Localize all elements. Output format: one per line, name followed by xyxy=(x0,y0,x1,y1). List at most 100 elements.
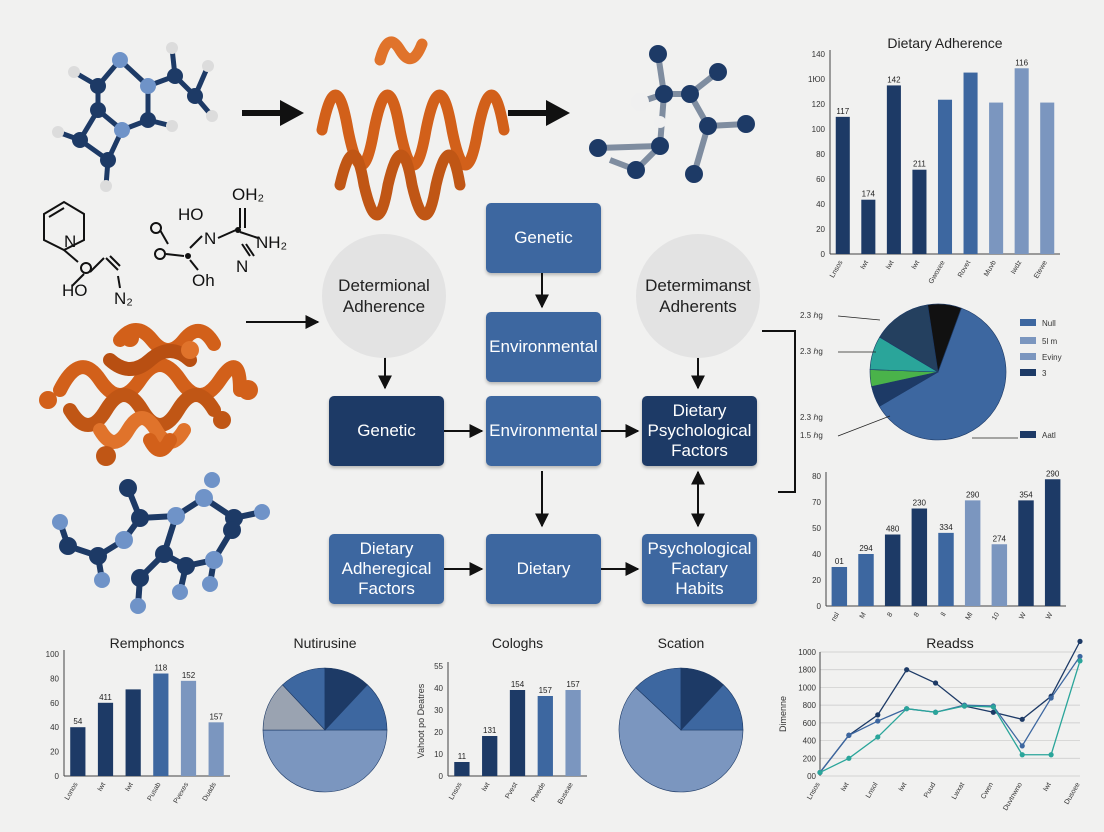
pie-slice xyxy=(262,729,388,793)
chart-dietary-adherence: Dietary Adherence1401Ю012010080604020011… xyxy=(808,36,1060,285)
series-point xyxy=(846,732,852,738)
series-point xyxy=(932,709,939,715)
bar xyxy=(70,727,86,776)
atom-label: OH₂ xyxy=(232,185,264,204)
bond-dot xyxy=(235,227,241,233)
bar-value-label: 157 xyxy=(566,680,580,689)
x-tick-label: Pvest xyxy=(504,781,519,800)
y-tick-label: 20 xyxy=(816,225,825,234)
pie-side-label: 1.5 ℎg xyxy=(800,431,823,440)
bar xyxy=(989,102,1004,254)
y-tick-label: 20 xyxy=(812,576,821,585)
bar xyxy=(1018,500,1034,606)
x-tick-label: ll xyxy=(940,611,948,618)
flow-connectors xyxy=(246,273,796,576)
bar-value-label: 157 xyxy=(209,712,223,721)
series-point xyxy=(1077,658,1083,664)
bar xyxy=(831,567,848,606)
bar-value-label: 174 xyxy=(862,190,876,199)
bar xyxy=(454,762,470,776)
pie-slice xyxy=(618,687,744,793)
series-point xyxy=(1077,638,1083,644)
y-axis-label: Vahoot po Deatres xyxy=(416,683,426,758)
y-tick-label: 120 xyxy=(812,100,826,109)
bar xyxy=(911,508,928,606)
x-tick-label: Iwt xyxy=(840,781,851,792)
y-tick-label: 70 xyxy=(812,498,821,507)
y-tick-label: 200 xyxy=(803,754,817,763)
x-tick-label: Iwt xyxy=(1042,781,1053,792)
legend-swatch xyxy=(1020,431,1036,438)
series-point xyxy=(932,680,939,686)
bar xyxy=(180,680,197,776)
series-point xyxy=(875,718,881,724)
bar-value-label: 118 xyxy=(154,664,167,673)
bond-dot xyxy=(185,253,191,259)
bar-value-label: 354 xyxy=(1019,490,1033,499)
pie-slice xyxy=(680,684,744,731)
bar xyxy=(991,544,1008,606)
x-tick-label: Pwede xyxy=(530,781,547,803)
y-tick-label: 40 xyxy=(816,200,825,209)
y-tick-label: 0 xyxy=(817,602,822,611)
y-tick-label: 1Ю0 xyxy=(808,75,826,84)
bar-value-label: 211 xyxy=(913,160,926,169)
x-tick-label: Iwt xyxy=(124,781,135,792)
x-tick-label: Lonos xyxy=(64,781,80,801)
x-tick-label: Lnsol xyxy=(865,781,880,799)
chart-scation: Scation xyxy=(618,635,744,793)
chart-nutirusine: Nutirusine xyxy=(262,635,388,793)
molecule-top-right-atoms xyxy=(589,45,755,183)
chart-title: Readss xyxy=(926,635,973,651)
y-tick-label: 0 xyxy=(439,772,444,781)
x-tick-label: Pusab xyxy=(147,781,163,802)
x-tick-label: Lwxat xyxy=(951,781,966,800)
bar xyxy=(97,702,114,776)
pie-slice xyxy=(878,307,1007,441)
bar xyxy=(482,736,498,776)
y-tick-label: 55 xyxy=(434,662,443,671)
x-tick-label: Muvb xyxy=(983,259,998,277)
bar-value-label: 411 xyxy=(99,693,112,702)
x-tick-label: Iwt xyxy=(911,259,922,270)
y-tick-label: 800 xyxy=(803,701,817,710)
y-tick-label: 80 xyxy=(816,150,825,159)
structure-left xyxy=(43,200,121,289)
bar xyxy=(208,722,224,776)
bar-value-label: 152 xyxy=(182,671,196,680)
bar-value-label: 290 xyxy=(1046,469,1060,478)
bar xyxy=(835,116,850,254)
y-tick-label: 40 xyxy=(434,684,443,693)
legend-swatch xyxy=(1020,319,1036,326)
bar xyxy=(964,500,981,606)
bar xyxy=(565,690,581,776)
x-tick-label: Lnsos xyxy=(829,259,845,279)
y-tick-label: 1000 xyxy=(798,648,816,657)
series-point xyxy=(875,734,881,740)
pie-side-label: 2.3 ℎg xyxy=(800,311,823,320)
x-tick-label: Lnsos xyxy=(806,781,822,801)
series-point xyxy=(846,755,852,761)
x-tick-label: Iwt xyxy=(860,259,871,270)
pie-side-label: 2.3 ℎg xyxy=(800,413,823,422)
arrow-right-icon xyxy=(508,100,570,126)
x-tick-label: Iwt xyxy=(97,781,108,792)
chart-title: Nutirusine xyxy=(293,635,356,651)
y-tick-label: 00 xyxy=(807,772,816,781)
bar xyxy=(509,690,526,776)
bar-value-label: 294 xyxy=(859,544,873,553)
bar xyxy=(884,534,901,606)
bar xyxy=(1044,479,1061,606)
leader-line xyxy=(837,315,881,321)
chart-title: Dietary Adherence xyxy=(887,36,1002,51)
x-tick-label: Pvexes xyxy=(173,781,191,805)
series-line xyxy=(819,641,1081,773)
y-tick-label: 0 xyxy=(821,250,826,259)
series-point xyxy=(961,703,968,709)
legend-swatch xyxy=(1020,369,1036,376)
x-tick-label: Iwt xyxy=(885,259,896,270)
x-tick-label: Lnsos xyxy=(448,781,464,801)
bar xyxy=(937,99,953,254)
